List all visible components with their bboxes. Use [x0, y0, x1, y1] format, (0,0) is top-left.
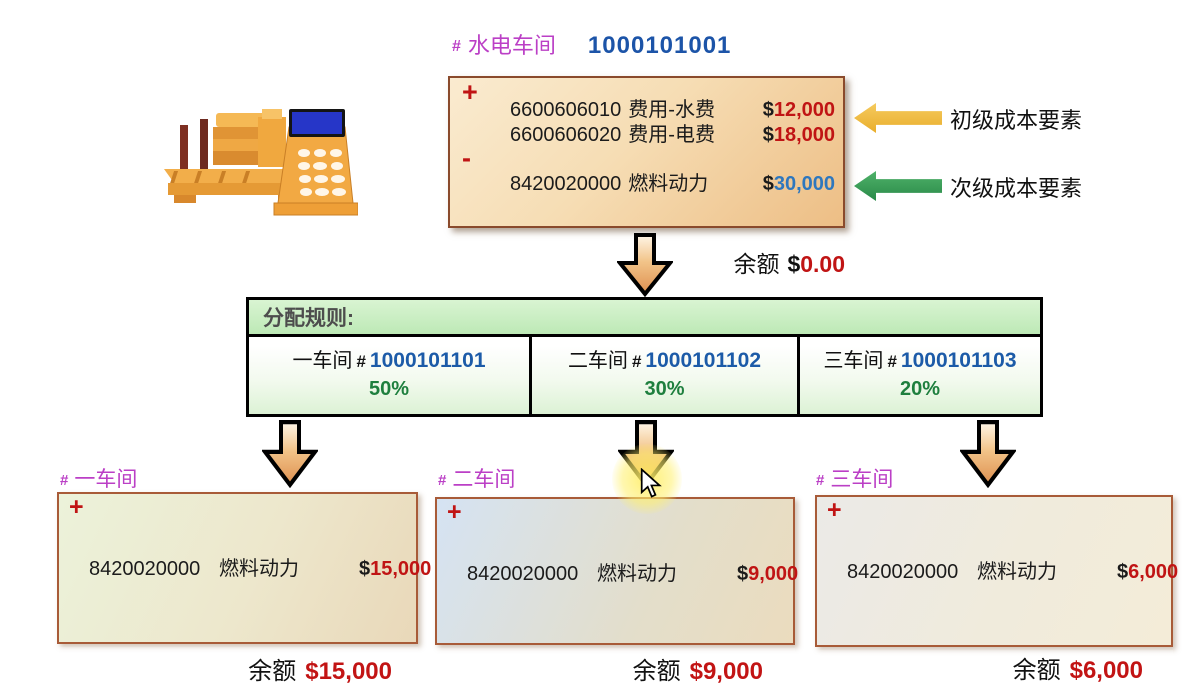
balance-value: 0.00 — [800, 251, 845, 277]
workshop1-balance: 余额 $15,000 — [57, 651, 418, 686]
cost-center-header: # 水电车间 1000101001 — [452, 28, 731, 60]
workshop-code: 1000101101 — [369, 349, 486, 372]
cost-element-name: 费用-电费 — [628, 124, 715, 146]
workshop2-reflection — [435, 648, 795, 700]
amount-value: 6,000 — [1128, 561, 1179, 583]
workshop-name: 二车间 — [452, 468, 516, 491]
down-arrow-icon — [960, 420, 1016, 493]
plus-sign: + — [69, 493, 84, 521]
currency-symbol: $ — [762, 99, 774, 121]
workshop-code: 1000101102 — [645, 349, 762, 372]
account-number: 8420020000 — [510, 173, 622, 195]
account-number: 8420020000 — [89, 558, 201, 580]
factory-calculator-icon — [146, 85, 359, 222]
workshop1-reflection — [57, 647, 418, 700]
cost-element-name: 燃料动力 — [628, 173, 709, 195]
cost-row-water: 6600606010 费用-水费 $12,000 — [510, 98, 835, 123]
allocation-rule-title: 分配规则: — [249, 300, 1040, 337]
secondary-cost-element-label: 次级成本要素 — [950, 176, 1083, 201]
balance-label: 余额 — [248, 658, 297, 685]
workshop1-box: + 8420020000 燃料动力 $15,000 — [57, 492, 431, 644]
workshop2-box: + 8420020000 燃料动力 $9,000 — [435, 497, 798, 645]
cost-center-title: 水电车间 — [467, 33, 556, 58]
workshop2-cost-row: 8420020000 燃料动力 $9,000 — [467, 557, 798, 586]
cost-row-fuel: 8420020000 燃料动力 $30,000 — [510, 172, 835, 197]
hash-symbol: # — [816, 472, 825, 489]
allocation-percent: 30% — [644, 378, 685, 400]
currency-symbol: $ — [762, 124, 774, 146]
workshop1-cost-row: 8420020000 燃料动力 $15,000 — [89, 552, 431, 581]
workshop3-label: # 三车间 — [816, 463, 893, 493]
cost-element-name: 燃料动力 — [977, 561, 1057, 583]
workshop3-balance: 余额 $6,000 — [815, 650, 1173, 685]
hash-symbol: # — [631, 352, 642, 371]
account-number: 6600606010 — [510, 99, 622, 121]
hash-symbol: # — [438, 472, 447, 489]
workshop-name: 二车间 — [567, 350, 628, 372]
currency-symbol: $ — [762, 173, 774, 195]
plus-sign: + — [827, 496, 842, 524]
currency-symbol: $ — [787, 251, 801, 277]
mouse-cursor-icon[interactable] — [640, 467, 662, 503]
balance-value: $9,000 — [689, 658, 763, 685]
hash-symbol: # — [452, 38, 461, 55]
workshop1-label: # 一车间 — [60, 463, 137, 493]
cost-center-code: 1000101001 — [587, 32, 732, 59]
workshop3-cost-row: 8420020000 燃料动力 $6,000 — [847, 555, 1178, 584]
amount-value: 12,000 — [773, 99, 835, 121]
account-number: 8420020000 — [467, 563, 579, 585]
workshop2-balance: 余额 $9,000 — [435, 651, 795, 686]
workshop-name: 三车间 — [823, 350, 884, 372]
hash-symbol: # — [60, 472, 69, 489]
cost-row-electric: 6600606020 费用-电费 $18,000 — [510, 123, 835, 148]
workshop-name: 三车间 — [830, 468, 894, 491]
plus-sign: + — [447, 498, 462, 526]
amount-value: 9,000 — [748, 563, 799, 585]
left-arrow-green-icon — [854, 171, 942, 201]
currency-symbol: $ — [1117, 561, 1129, 583]
plus-sign: + — [462, 77, 478, 107]
main-balance: 余额 $0.00 — [600, 245, 845, 279]
minus-sign: - — [462, 143, 471, 173]
allocation-rule-table: 分配规则: 一车间#1000101101 50% 二车间#1000101102 … — [246, 297, 1043, 417]
down-arrow-icon — [262, 420, 318, 493]
cost-element-name: 燃料动力 — [219, 558, 299, 580]
amount-value: 15,000 — [370, 558, 432, 580]
workshop-name: 一车间 — [74, 468, 138, 491]
allocation-cell-workshop2: 二车间#1000101102 30% — [532, 337, 800, 414]
allocation-percent: 50% — [368, 378, 410, 400]
hash-symbol: # — [356, 352, 366, 371]
balance-label: 余额 — [733, 251, 780, 277]
amount-value: 30,000 — [773, 173, 835, 195]
balance-label: 余额 — [632, 658, 681, 685]
balance-value: $15,000 — [305, 658, 392, 685]
cost-element-name: 燃料动力 — [597, 563, 677, 585]
allocation-cell-workshop1: 一车间#1000101101 50% — [249, 337, 532, 414]
balance-value: $6,000 — [1069, 657, 1143, 684]
balance-label: 余额 — [1012, 657, 1061, 684]
account-number: 8420020000 — [847, 561, 959, 583]
hash-symbol: # — [887, 352, 897, 371]
account-number: 6600606020 — [510, 124, 622, 146]
workshop2-label: # 二车间 — [438, 463, 515, 493]
allocation-cell-workshop3: 三车间#1000101103 20% — [800, 337, 1040, 414]
cost-element-name: 费用-水费 — [628, 99, 715, 121]
workshop3-reflection — [815, 650, 1173, 700]
cost-center-box: + - 6600606010 费用-水费 $12,000 6600606020 … — [448, 76, 845, 228]
amount-value: 18,000 — [773, 124, 835, 146]
workshop-name: 一车间 — [292, 350, 353, 372]
allocation-percent: 20% — [899, 378, 941, 400]
currency-symbol: $ — [737, 563, 749, 585]
primary-cost-element-label: 初级成本要素 — [950, 108, 1083, 133]
left-arrow-yellow-icon — [854, 103, 942, 133]
workshop-code: 1000101103 — [900, 349, 1017, 372]
workshop3-box: + 8420020000 燃料动力 $6,000 — [815, 495, 1178, 647]
currency-symbol: $ — [359, 558, 371, 580]
